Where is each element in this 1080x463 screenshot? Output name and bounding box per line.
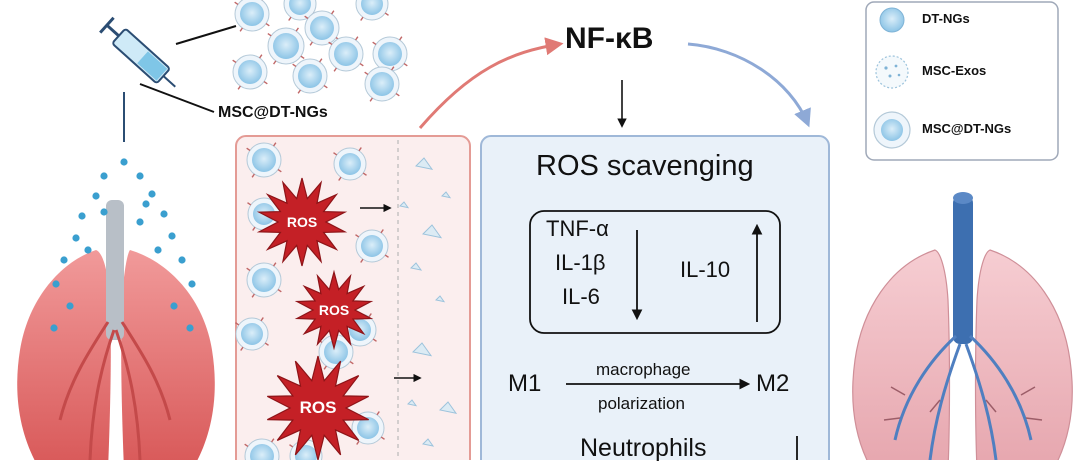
ros-star: ROS — [267, 355, 369, 460]
exosome-fragment — [440, 191, 452, 199]
exosome-fragment — [411, 342, 433, 357]
exosome-fragment — [406, 399, 418, 407]
msc-dt-ng-particle — [246, 142, 282, 178]
spray-particle — [120, 158, 128, 166]
ros-label: ROS — [300, 398, 337, 417]
spray-particle — [148, 190, 156, 198]
spray-particle — [168, 232, 176, 240]
legend-label-msc-dt-ngs: MSC@DT-NGs — [922, 121, 1012, 136]
cytokine-il1b-label: IL-1β — [555, 250, 606, 275]
msc-dt-ng-particle — [235, 317, 269, 351]
spray-particle — [50, 324, 58, 332]
msc-dt-ng-particle — [355, 229, 389, 263]
polarization-label: polarization — [598, 394, 685, 413]
m2-label: M2 — [756, 370, 790, 397]
cytokine-il10-label: IL-10 — [680, 257, 731, 282]
exosome-fragment — [421, 224, 443, 239]
exosome-fragment — [398, 201, 410, 209]
dt-ng-icon — [879, 7, 905, 33]
msc-dt-ng-particle — [267, 27, 305, 65]
msc-dt-ng-particle — [333, 147, 367, 181]
nfkb-label: NF-κB — [565, 22, 654, 55]
spray-particle — [142, 200, 150, 208]
spray-particle — [100, 172, 108, 180]
spray-particle — [100, 208, 108, 216]
spray-particle — [66, 302, 74, 310]
msc-exo-icon — [875, 55, 909, 89]
ros-label: ROS — [319, 302, 349, 318]
spray-particle — [60, 256, 68, 264]
flow-arrow-from-nfkb — [687, 42, 811, 128]
exosome-fragment — [434, 295, 446, 303]
exosome-fragment — [421, 438, 435, 447]
ros-star: ROS — [294, 269, 374, 351]
spray-particle — [160, 210, 168, 218]
exosome-fragment — [438, 401, 458, 414]
legend-label-msc-exos: MSC-Exos — [922, 63, 987, 78]
neutrophils-label: Neutrophils — [580, 434, 707, 462]
spray-particle — [92, 192, 100, 200]
spray-particle — [178, 256, 186, 264]
spray-particle — [136, 218, 144, 226]
msc-dt-ng-icon — [873, 111, 911, 149]
ros-star: ROS — [256, 177, 348, 267]
ros-label: ROS — [287, 214, 317, 230]
spray-particle — [84, 246, 92, 254]
spray-particle — [52, 280, 60, 288]
msc-dt-ng-particle — [234, 0, 270, 32]
msc-dt-ng-particle — [292, 58, 328, 94]
legend-label-dt-ngs: DT-NGs — [922, 11, 970, 26]
spray-particle — [170, 302, 178, 310]
ros-scavenging-title: ROS scavenging — [536, 150, 754, 182]
exosome-fragment — [414, 157, 434, 170]
healthy-lung — [852, 192, 1073, 460]
msc-dt-ng-particle — [328, 36, 364, 72]
pointer-line-particles — [175, 25, 237, 45]
pointer-line-label — [139, 83, 215, 113]
spray-particle — [188, 280, 196, 288]
cytokine-il6-label: IL-6 — [562, 284, 600, 309]
m1-label: M1 — [508, 370, 542, 397]
inflamed-lung — [17, 200, 215, 460]
spray-particle — [136, 172, 144, 180]
msc-dt-ng-particle — [283, 0, 317, 21]
spray-particle — [154, 246, 162, 254]
msc-dt-ng-particle — [304, 10, 340, 46]
exosome-fragment — [409, 262, 423, 271]
msc-dt-ng-particle — [355, 0, 389, 21]
macrophage-label: macrophage — [596, 360, 691, 379]
msc-dt-ng-particle — [244, 438, 280, 460]
msc-dt-ng-particle — [232, 54, 268, 90]
msc-dt-ng-particle — [364, 66, 400, 102]
msc-dt-ng-particle — [246, 262, 282, 298]
legend-box — [865, 1, 1059, 161]
delivery-label: MSC@DT-NGs — [218, 104, 328, 121]
cytokine-tnf-label: TNF-α — [546, 216, 609, 241]
syringe-icon — [99, 16, 176, 88]
cytokine-box — [529, 210, 781, 334]
spray-particle — [186, 324, 194, 332]
msc-dt-ng-particle — [372, 36, 408, 72]
flow-arrow-to-nfkb — [418, 37, 564, 129]
spray-particle — [72, 234, 80, 242]
spray-particle — [78, 212, 86, 220]
